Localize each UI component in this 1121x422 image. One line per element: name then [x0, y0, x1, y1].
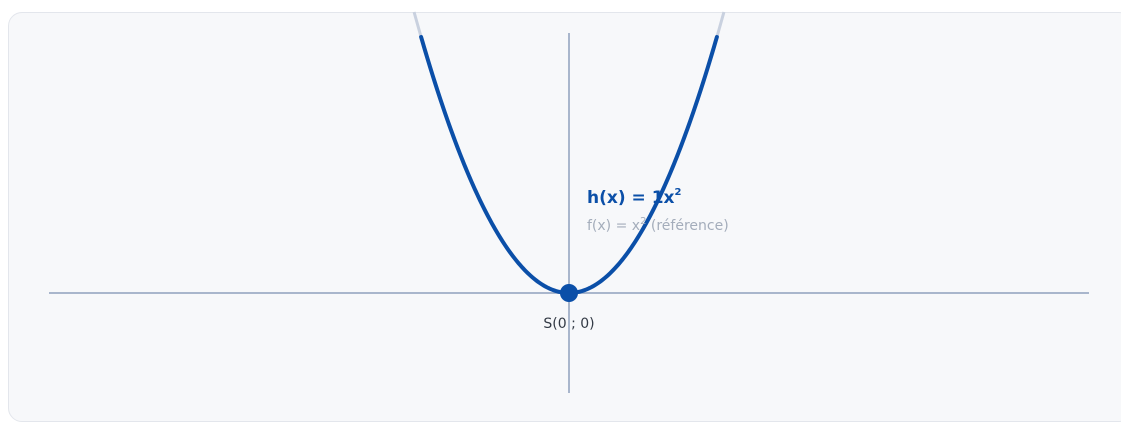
parabola-plot: h(x) = 1x2 f(x) = x2 (référence) S(0 ; 0…: [49, 11, 1089, 393]
vertex-point[interactable]: [560, 284, 578, 302]
vertex-label: S(0 ; 0): [543, 316, 594, 332]
chart-card: [8, 12, 1121, 422]
main-function-label: h(x) = 1x2: [587, 187, 681, 208]
reference-function-label: f(x) = x2 (référence): [587, 216, 729, 234]
